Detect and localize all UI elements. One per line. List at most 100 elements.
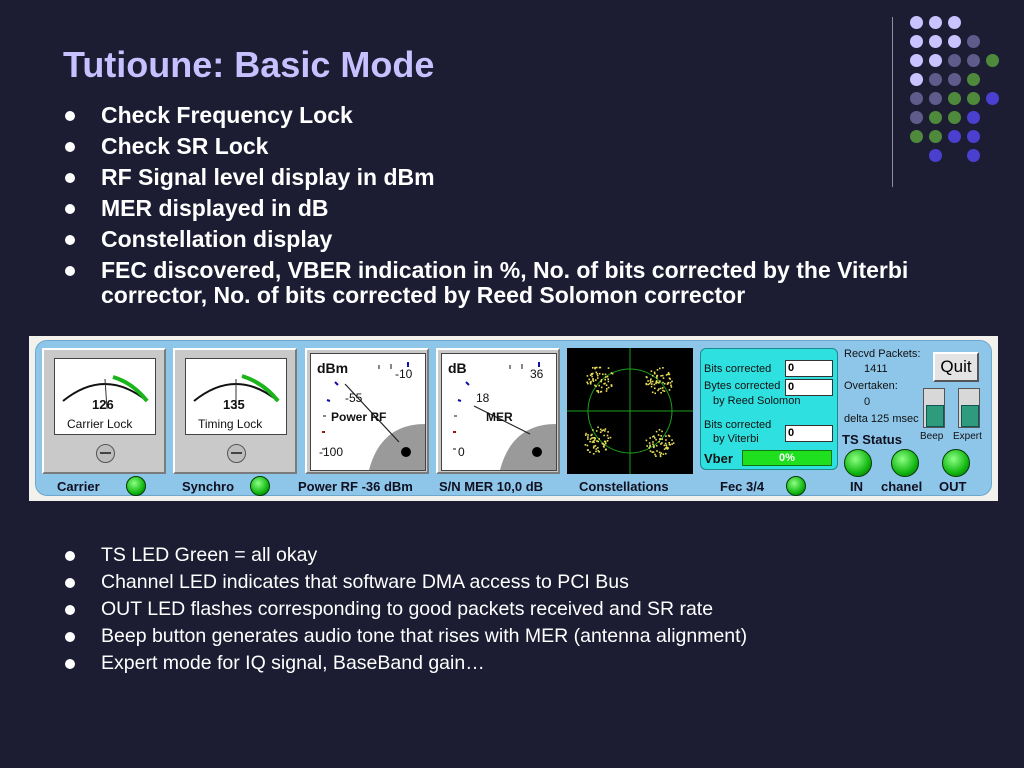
constellation-point [607,380,610,383]
constellation-point [602,443,605,445]
constellation-point [589,374,592,376]
constellation-point [652,443,654,446]
decorative-dot [929,130,942,143]
constellation-point [609,436,612,439]
constellation-point [589,381,592,384]
constellation-point [600,380,602,382]
constellation-point [586,381,588,384]
constellation-point [600,386,603,389]
constellation-point [652,380,654,383]
constellation-point [659,438,661,440]
mer-meter-dial [453,362,556,470]
constellation-point [660,443,662,445]
constellation-point [596,440,598,442]
constellation-point [661,438,663,440]
constellation-point [660,435,662,437]
constellation-point [591,433,593,436]
constellation-point [597,377,599,379]
constellation-point [607,437,610,439]
constellation-point [598,451,600,453]
constellation-point [657,434,660,436]
timing-indicator-icon [227,444,246,463]
constellation-point [598,438,600,440]
constellation-point [593,441,595,444]
decorative-dot [929,16,942,29]
ts-out-led [942,449,970,477]
constellation-point [650,381,652,383]
constellation-point [610,384,613,387]
constellation-point [603,434,605,437]
constellation-point [654,437,656,439]
constellation-point [595,448,598,450]
feature-item: FEC discovered, VBER indication in %, No… [60,258,940,308]
delta-label: delta 125 msec [844,413,919,425]
note-item: OUT LED flashes corresponding to good pa… [60,597,940,621]
decorative-dot-grid [910,16,1010,166]
beep-switch[interactable] [923,388,945,428]
constellation-point [594,367,596,370]
constellation-point [647,383,650,386]
constellation-point [656,374,659,377]
power-rf-top-scale: -10 [395,367,413,381]
constellation-point [658,429,661,431]
decorative-dot [910,111,923,124]
constellation-point [607,431,609,433]
constellation-point [588,378,591,381]
constellation-point [589,438,592,440]
ts-in-led [844,449,872,477]
constellation-point [669,382,672,384]
constellation-point [592,367,594,369]
timing-meter-value: 135 [223,397,245,412]
tutioune-window: 126 Carrier Lock 135 Timing Lock [35,340,992,496]
ts-chanel-led [891,449,919,477]
constellation-point [595,371,598,374]
constellation-point [601,442,604,445]
viterbi-bits-value: 0 [785,425,833,442]
constellation-point [597,390,599,392]
constellation-point [666,446,668,448]
timing-meter-face: 135 Timing Lock [185,358,287,435]
constellation-point [598,372,601,375]
constellation-point [599,431,602,434]
constellation-point [606,440,609,442]
constellation-point [661,442,663,444]
constellation-point [604,378,606,381]
constellation-point [589,383,592,385]
constellation-point [654,453,656,456]
mer-caption: MER [486,410,513,424]
quit-button[interactable]: Quit [933,352,979,382]
power-rf-min-scale: -100 [319,445,344,459]
constellation-point [665,374,668,376]
constellation-point [593,439,596,441]
decorative-dot [948,92,961,105]
constellation-point [659,367,661,370]
constellation-point [589,440,591,443]
decorative-dot [967,35,980,48]
constellation-point [604,430,606,432]
recvd-packets-label: Recvd Packets: [844,348,921,360]
power-rf-unit: dBm [317,360,349,376]
constellation-point [590,373,593,375]
constellation-point [662,453,665,455]
expert-switch[interactable] [958,388,980,428]
constellation-point [587,436,589,438]
ts-chanel-label: chanel [881,479,923,494]
constellation-point [595,385,597,388]
constellation-point [592,378,594,380]
decorative-dot [967,149,980,162]
mer-mid-value: 18 [476,391,490,405]
constellation-point [662,381,664,384]
constellation-point [602,373,604,376]
constellation-point [594,445,597,447]
constellation-point [654,372,656,375]
constellation-point [663,448,666,450]
bytes-corrected-label: Bytes corrected [704,380,781,392]
overtaken-value: 0 [864,396,871,408]
constellation-point [591,441,594,443]
constellation-point [655,382,657,385]
constellation-point [601,429,603,432]
constellation-point [662,367,664,369]
constellation-point [655,381,657,383]
constellation-point [660,375,662,377]
constellation-point [593,445,595,448]
